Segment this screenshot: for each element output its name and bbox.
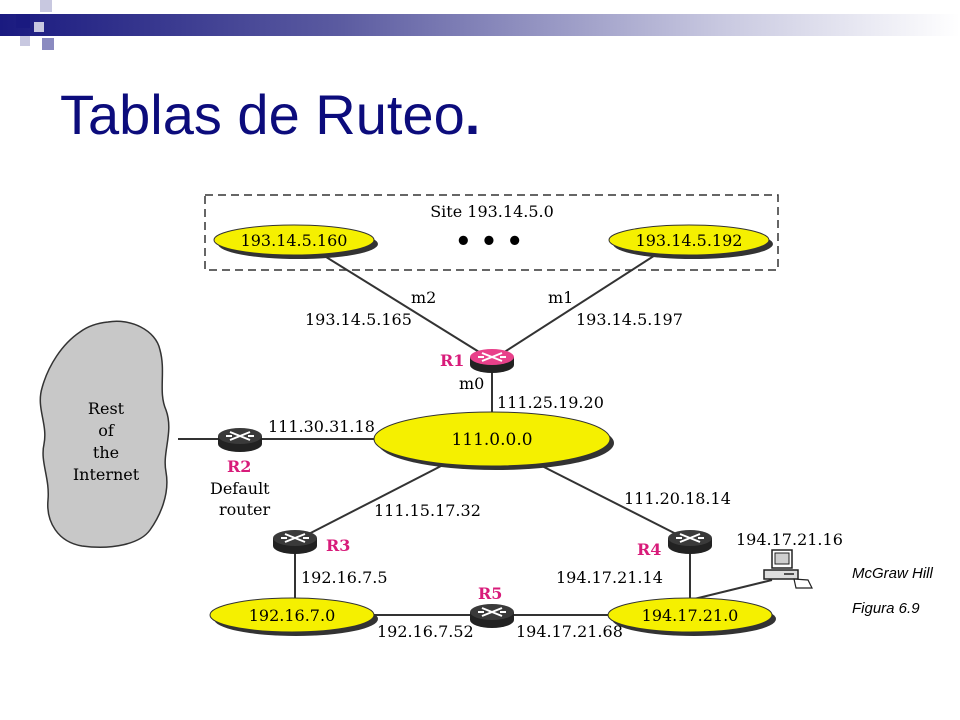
- address-r1-m2: 193.14.5.165: [305, 310, 412, 329]
- network-194-17-21-0: 194.17.21.0: [607, 597, 776, 636]
- svg-text:Rest: Rest: [88, 399, 125, 418]
- svg-text:111.0.0.0: 111.0.0.0: [451, 430, 532, 450]
- network-111-0-0-0: 111.0.0.0: [373, 411, 614, 470]
- interface-m2: m2: [411, 288, 436, 307]
- address-labels: 193.14.5.165 193.14.5.197 111.25.19.20 1…: [210, 310, 843, 641]
- r2-caption-default: Default: [210, 479, 270, 498]
- address-r3-up: 111.15.17.32: [374, 501, 481, 520]
- slide-title: Tablas de Ruteo.: [60, 83, 481, 146]
- router-labels: R1 R2 R3 R4 R5: [227, 351, 661, 603]
- svg-text:Internet: Internet: [73, 465, 140, 484]
- router-r3-icon: [272, 529, 318, 555]
- network-193-14-5-160: 193.14.5.160: [213, 224, 378, 259]
- svg-text:the: the: [93, 443, 119, 462]
- router-r4-icon: [667, 529, 713, 555]
- network-192-16-7-0: 192.16.7.0: [209, 597, 378, 636]
- credit-figure: Figura 6.9: [852, 600, 920, 617]
- interface-m1: m1: [548, 288, 573, 307]
- svg-text:192.16.7.0: 192.16.7.0: [249, 606, 336, 625]
- logo-square-light: [20, 36, 30, 46]
- address-r2: 111.30.31.18: [268, 417, 375, 436]
- address-host: 194.17.21.16: [736, 530, 843, 549]
- site-ellipsis: • • •: [455, 227, 523, 257]
- site-boundary: [204, 194, 779, 271]
- interface-m0: m0: [459, 374, 484, 393]
- network-193-14-5-192: 193.14.5.192: [608, 224, 773, 259]
- site-label: Site 193.14.5.0: [430, 202, 554, 221]
- address-r4-down: 194.17.21.14: [556, 568, 663, 587]
- r2-caption-router: router: [219, 500, 270, 519]
- address-r5-right: 194.17.21.68: [516, 622, 623, 641]
- logo-square-light: [40, 0, 52, 12]
- header-gradient-bar: [0, 14, 960, 36]
- svg-text:193.14.5.160: 193.14.5.160: [241, 231, 348, 250]
- address-r5-left: 192.16.7.52: [377, 622, 474, 641]
- router-r4-label: R4: [637, 540, 661, 559]
- router-r1-icon: [469, 348, 515, 374]
- logo-square-light: [34, 22, 44, 32]
- internet-cloud: Rest of the Internet: [39, 320, 170, 548]
- address-r1-m0: 111.25.19.20: [497, 393, 604, 412]
- router-r3-label: R3: [326, 536, 350, 555]
- svg-text:of: of: [98, 421, 115, 440]
- logo-square-mid: [42, 38, 54, 50]
- address-r4-up: 111.20.18.14: [624, 489, 731, 508]
- svg-text:194.17.21.0: 194.17.21.0: [642, 606, 739, 625]
- router-r1-label: R1: [440, 351, 464, 370]
- logo-square-dark: [16, 14, 30, 28]
- router-r5-label: R5: [478, 584, 502, 603]
- interface-labels: m2 m1 m0: [411, 288, 573, 393]
- host-computer-icon: [763, 549, 813, 589]
- router-r2-icon: [217, 427, 263, 453]
- address-r1-m1: 193.14.5.197: [576, 310, 683, 329]
- address-r3-down: 192.16.7.5: [301, 568, 388, 587]
- router-r2-label: R2: [227, 457, 251, 476]
- credit-publisher: McGraw Hill: [852, 565, 933, 582]
- router-r5-icon: [469, 603, 515, 629]
- svg-text:193.14.5.192: 193.14.5.192: [636, 231, 743, 250]
